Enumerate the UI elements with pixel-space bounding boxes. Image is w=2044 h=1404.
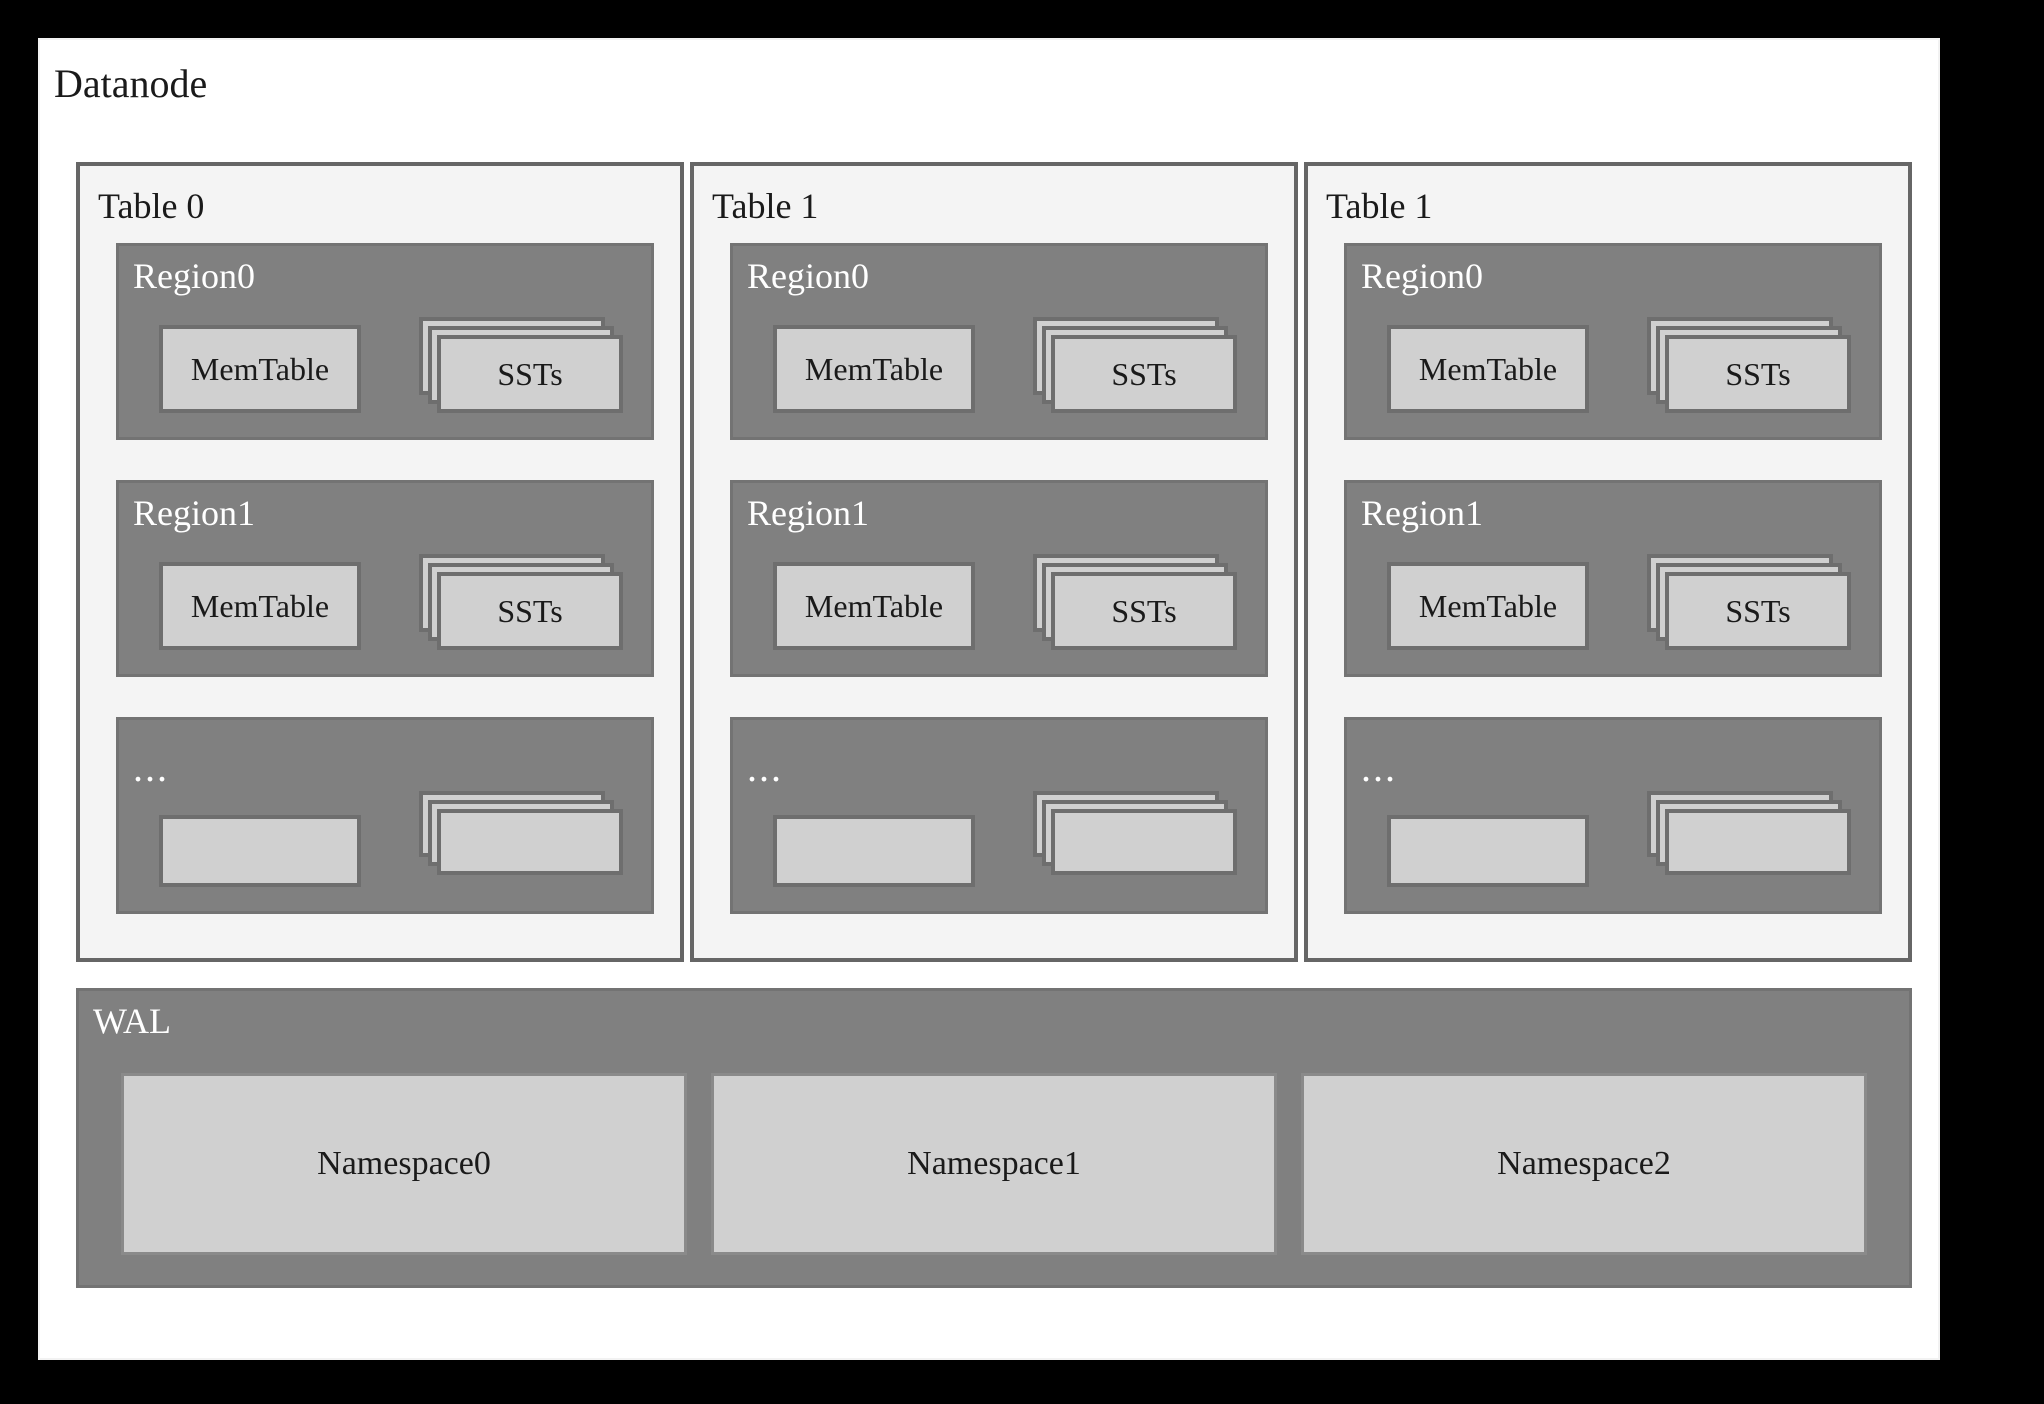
namespace-box-2[interactable]: Namespace2: [1301, 1073, 1867, 1255]
memtable-box-blank[interactable]: [773, 815, 975, 887]
sst-card-front[interactable]: SSTs: [437, 335, 623, 413]
sst-stack[interactable]: SSTs: [1647, 317, 1855, 413]
table-panel-0[interactable]: Table 0 Region0 MemTable SSTs Region1: [76, 162, 684, 962]
memtable-box[interactable]: MemTable: [773, 325, 975, 413]
sst-stack-blank[interactable]: [1033, 791, 1241, 887]
region-label: Region1: [1361, 493, 1483, 533]
table-panel-2[interactable]: Table 1 Region0 MemTable SSTs Region1: [1304, 162, 1912, 962]
region-block-ellipsis[interactable]: ...: [730, 717, 1268, 914]
memtable-box[interactable]: MemTable: [159, 562, 361, 650]
table-label: Table 0: [98, 186, 205, 226]
regions-wrap: Region0 MemTable SSTs Region1 MemTable: [730, 243, 1268, 926]
memtable-box-blank[interactable]: [159, 815, 361, 887]
sst-card-front[interactable]: SSTs: [1665, 572, 1851, 650]
wal-bar[interactable]: WAL Namespace0 Namespace1 Namespace2: [76, 988, 1912, 1288]
memtable-box[interactable]: MemTable: [1387, 325, 1589, 413]
region-block[interactable]: Region1 MemTable SSTs: [730, 480, 1268, 677]
sst-stack-blank[interactable]: [1647, 791, 1855, 887]
region-label: Region0: [747, 256, 869, 296]
sst-card-front[interactable]: SSTs: [1665, 335, 1851, 413]
tables-row: Table 0 Region0 MemTable SSTs Region1: [76, 162, 1912, 962]
region-block[interactable]: Region1 MemTable SSTs: [116, 480, 654, 677]
region-body: [159, 791, 627, 887]
sst-card-front[interactable]: SSTs: [1051, 335, 1237, 413]
region-label: Region1: [133, 493, 255, 533]
table-label: Table 1: [712, 186, 819, 226]
region-block[interactable]: Region1 MemTable SSTs: [1344, 480, 1882, 677]
sst-stack[interactable]: SSTs: [1033, 317, 1241, 413]
ellipsis-label: ...: [747, 745, 783, 790]
sst-card-front[interactable]: SSTs: [437, 572, 623, 650]
region-body: MemTable SSTs: [1387, 317, 1855, 413]
region-label: Region0: [133, 256, 255, 296]
memtable-box[interactable]: MemTable: [773, 562, 975, 650]
memtable-box[interactable]: MemTable: [159, 325, 361, 413]
datanode-panel: Datanode Table 0 Region0 MemTable SSTs: [38, 38, 1940, 1360]
table-label: Table 1: [1326, 186, 1433, 226]
wal-label: WAL: [93, 1001, 171, 1041]
sst-card-front[interactable]: [437, 809, 623, 875]
region-block[interactable]: Region0 MemTable SSTs: [1344, 243, 1882, 440]
region-body: [1387, 791, 1855, 887]
datanode-title: Datanode: [54, 61, 208, 106]
namespace-box-0[interactable]: Namespace0: [121, 1073, 687, 1255]
ellipsis-label: ...: [1361, 745, 1397, 790]
namespace-box-1[interactable]: Namespace1: [711, 1073, 1277, 1255]
region-body: [773, 791, 1241, 887]
sst-stack[interactable]: SSTs: [419, 554, 627, 650]
table-panel-1[interactable]: Table 1 Region0 MemTable SSTs Region1: [690, 162, 1298, 962]
sst-stack-blank[interactable]: [419, 791, 627, 887]
region-block[interactable]: Region0 MemTable SSTs: [730, 243, 1268, 440]
region-label: Region1: [747, 493, 869, 533]
region-block-ellipsis[interactable]: ...: [1344, 717, 1882, 914]
regions-wrap: Region0 MemTable SSTs Region1 MemTable: [1344, 243, 1882, 926]
region-body: MemTable SSTs: [159, 317, 627, 413]
region-label: Region0: [1361, 256, 1483, 296]
memtable-box[interactable]: MemTable: [1387, 562, 1589, 650]
sst-card-front[interactable]: SSTs: [1051, 572, 1237, 650]
ellipsis-label: ...: [133, 745, 169, 790]
region-block-ellipsis[interactable]: ...: [116, 717, 654, 914]
regions-wrap: Region0 MemTable SSTs Region1 MemTable: [116, 243, 654, 926]
namespaces-row: Namespace0 Namespace1 Namespace2: [121, 1073, 1867, 1255]
sst-stack[interactable]: SSTs: [1033, 554, 1241, 650]
memtable-box-blank[interactable]: [1387, 815, 1589, 887]
region-body: MemTable SSTs: [159, 554, 627, 650]
sst-card-front[interactable]: [1665, 809, 1851, 875]
region-body: MemTable SSTs: [773, 317, 1241, 413]
sst-card-front[interactable]: [1051, 809, 1237, 875]
sst-stack[interactable]: SSTs: [1647, 554, 1855, 650]
region-body: MemTable SSTs: [1387, 554, 1855, 650]
region-body: MemTable SSTs: [773, 554, 1241, 650]
sst-stack[interactable]: SSTs: [419, 317, 627, 413]
region-block[interactable]: Region0 MemTable SSTs: [116, 243, 654, 440]
